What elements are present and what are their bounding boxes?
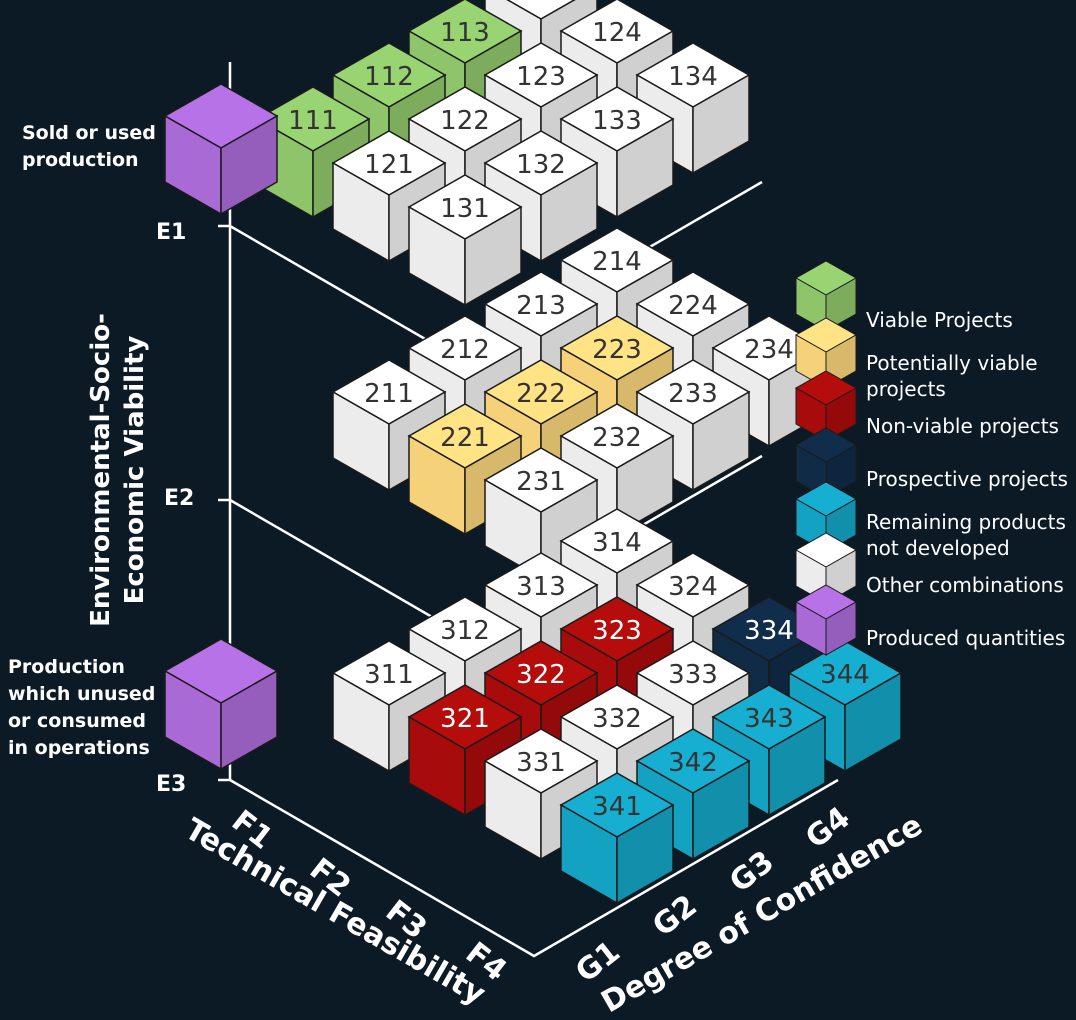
- legend-swatches: [794, 260, 858, 656]
- cube-code-label: 313: [516, 572, 566, 602]
- sold-production-label: Sold or used production: [22, 122, 156, 171]
- legend-swatch-potential: [794, 317, 858, 389]
- cube-code-label: 234: [744, 335, 794, 365]
- level-label-e3: E3: [156, 772, 187, 797]
- vertical-axis-label: Environmental-Socio- Economic Viability: [86, 313, 150, 627]
- cube-131: 131: [407, 174, 523, 307]
- legend-label-prospective: Prospective projects: [866, 467, 1068, 491]
- cube-right-face: [464, 205, 522, 307]
- cube-code-label: 322: [516, 660, 566, 690]
- cube-code-label: 311: [364, 660, 414, 690]
- cube-code-label: 111: [288, 106, 338, 136]
- viability-levels: 1141131241121231341111221331211321312142…: [255, 0, 903, 905]
- cube-code-label: 211: [364, 379, 414, 409]
- cube-code-label: 121: [364, 150, 414, 180]
- cube-code-label: 334: [744, 616, 794, 646]
- cube-top-face: [506, 0, 576, 20]
- level-label-e2: E2: [164, 486, 195, 511]
- cube-code-label: 133: [592, 106, 642, 136]
- level-e1-cubes: 114 113 124 112 123 134 111 122 133 121 132 131: [255, 0, 751, 307]
- cube-code-label: 232: [592, 423, 642, 453]
- level-e2-cubes: 214 213 224 212 223 234 211 222 233 221 232 231: [331, 227, 827, 580]
- unused-production-label: Production which unused or consumed in o…: [8, 656, 156, 759]
- cube-right-face: [540, 161, 598, 263]
- legend-label-produced: Produced quantities: [866, 626, 1066, 650]
- cube-code-label: 122: [440, 106, 490, 136]
- cube-code-label: 324: [668, 572, 718, 602]
- cube-code-label: 323: [592, 616, 642, 646]
- produced-cube-sold: [163, 83, 279, 216]
- cube-code-label: 114: [516, 0, 566, 4]
- level-e3-cubes: 314 313 324 312 323 334 311 322 333 344 321 332 343 3…: [331, 508, 903, 905]
- cube-right-face: [844, 671, 902, 773]
- cube-right-face: [220, 669, 278, 771]
- cube-code-label: 112: [364, 62, 414, 92]
- cube-code-label: 233: [668, 379, 718, 409]
- legend-label-remaining: Remaining products not developed: [866, 510, 1066, 560]
- cube-code-label: 224: [668, 291, 718, 321]
- legend-swatch-nonviable: [794, 370, 858, 442]
- produced-cube-unused: [163, 638, 279, 771]
- cube-right-face: [616, 803, 674, 905]
- cube-code-label: 113: [440, 18, 490, 48]
- cube-341: 341: [559, 772, 675, 905]
- cube-right-face: [692, 390, 750, 492]
- cube-code-label: 333: [668, 660, 718, 690]
- cube-code-label: 344: [820, 660, 870, 690]
- cube-right-face: [220, 114, 278, 216]
- legend-label-nonviable: Non-viable projects: [866, 414, 1059, 438]
- legend-swatch-viable: [794, 260, 858, 332]
- cube-code-label: 332: [592, 704, 642, 734]
- cube-code-label: 124: [592, 18, 642, 48]
- cube-right-face: [692, 73, 750, 175]
- legend-label-other: Other combinations: [866, 573, 1064, 597]
- cube-code-label: 331: [516, 748, 566, 778]
- level-label-e1: E1: [156, 220, 187, 245]
- cube-code-label: 212: [440, 335, 490, 365]
- legend-swatch-prospective: [794, 427, 858, 499]
- cube-code-label: 314: [592, 528, 642, 558]
- cube-right-face: [616, 117, 674, 219]
- cube-right-face: [768, 715, 826, 817]
- cube-231: 231: [483, 447, 599, 580]
- level-frame-3: [229, 778, 839, 958]
- cube-code-label: 134: [668, 62, 718, 92]
- legend-label-potential: Potentially viable projects: [866, 351, 1038, 401]
- cube-code-label: 213: [516, 291, 566, 321]
- cube-code-label: 222: [516, 379, 566, 409]
- cube-code-label: 231: [516, 467, 566, 497]
- cube-code-label: 342: [668, 748, 718, 778]
- cube-code-label: 223: [592, 335, 642, 365]
- cube-right-face: [692, 759, 750, 861]
- cube-code-label: 321: [440, 704, 490, 734]
- cube-code-label: 214: [592, 247, 642, 277]
- legend-swatch-produced: [794, 584, 858, 656]
- legend-label-viable: Viable Projects: [866, 308, 1013, 332]
- cube-code-label: 341: [592, 792, 642, 822]
- cube-code-label: 343: [744, 704, 794, 734]
- produced-quantity-cubes: [163, 83, 279, 771]
- cube-code-label: 221: [440, 423, 490, 453]
- cube-code-label: 131: [440, 194, 490, 224]
- cube-code-label: 312: [440, 616, 490, 646]
- cube-code-label: 132: [516, 150, 566, 180]
- cube-code-label: 123: [516, 62, 566, 92]
